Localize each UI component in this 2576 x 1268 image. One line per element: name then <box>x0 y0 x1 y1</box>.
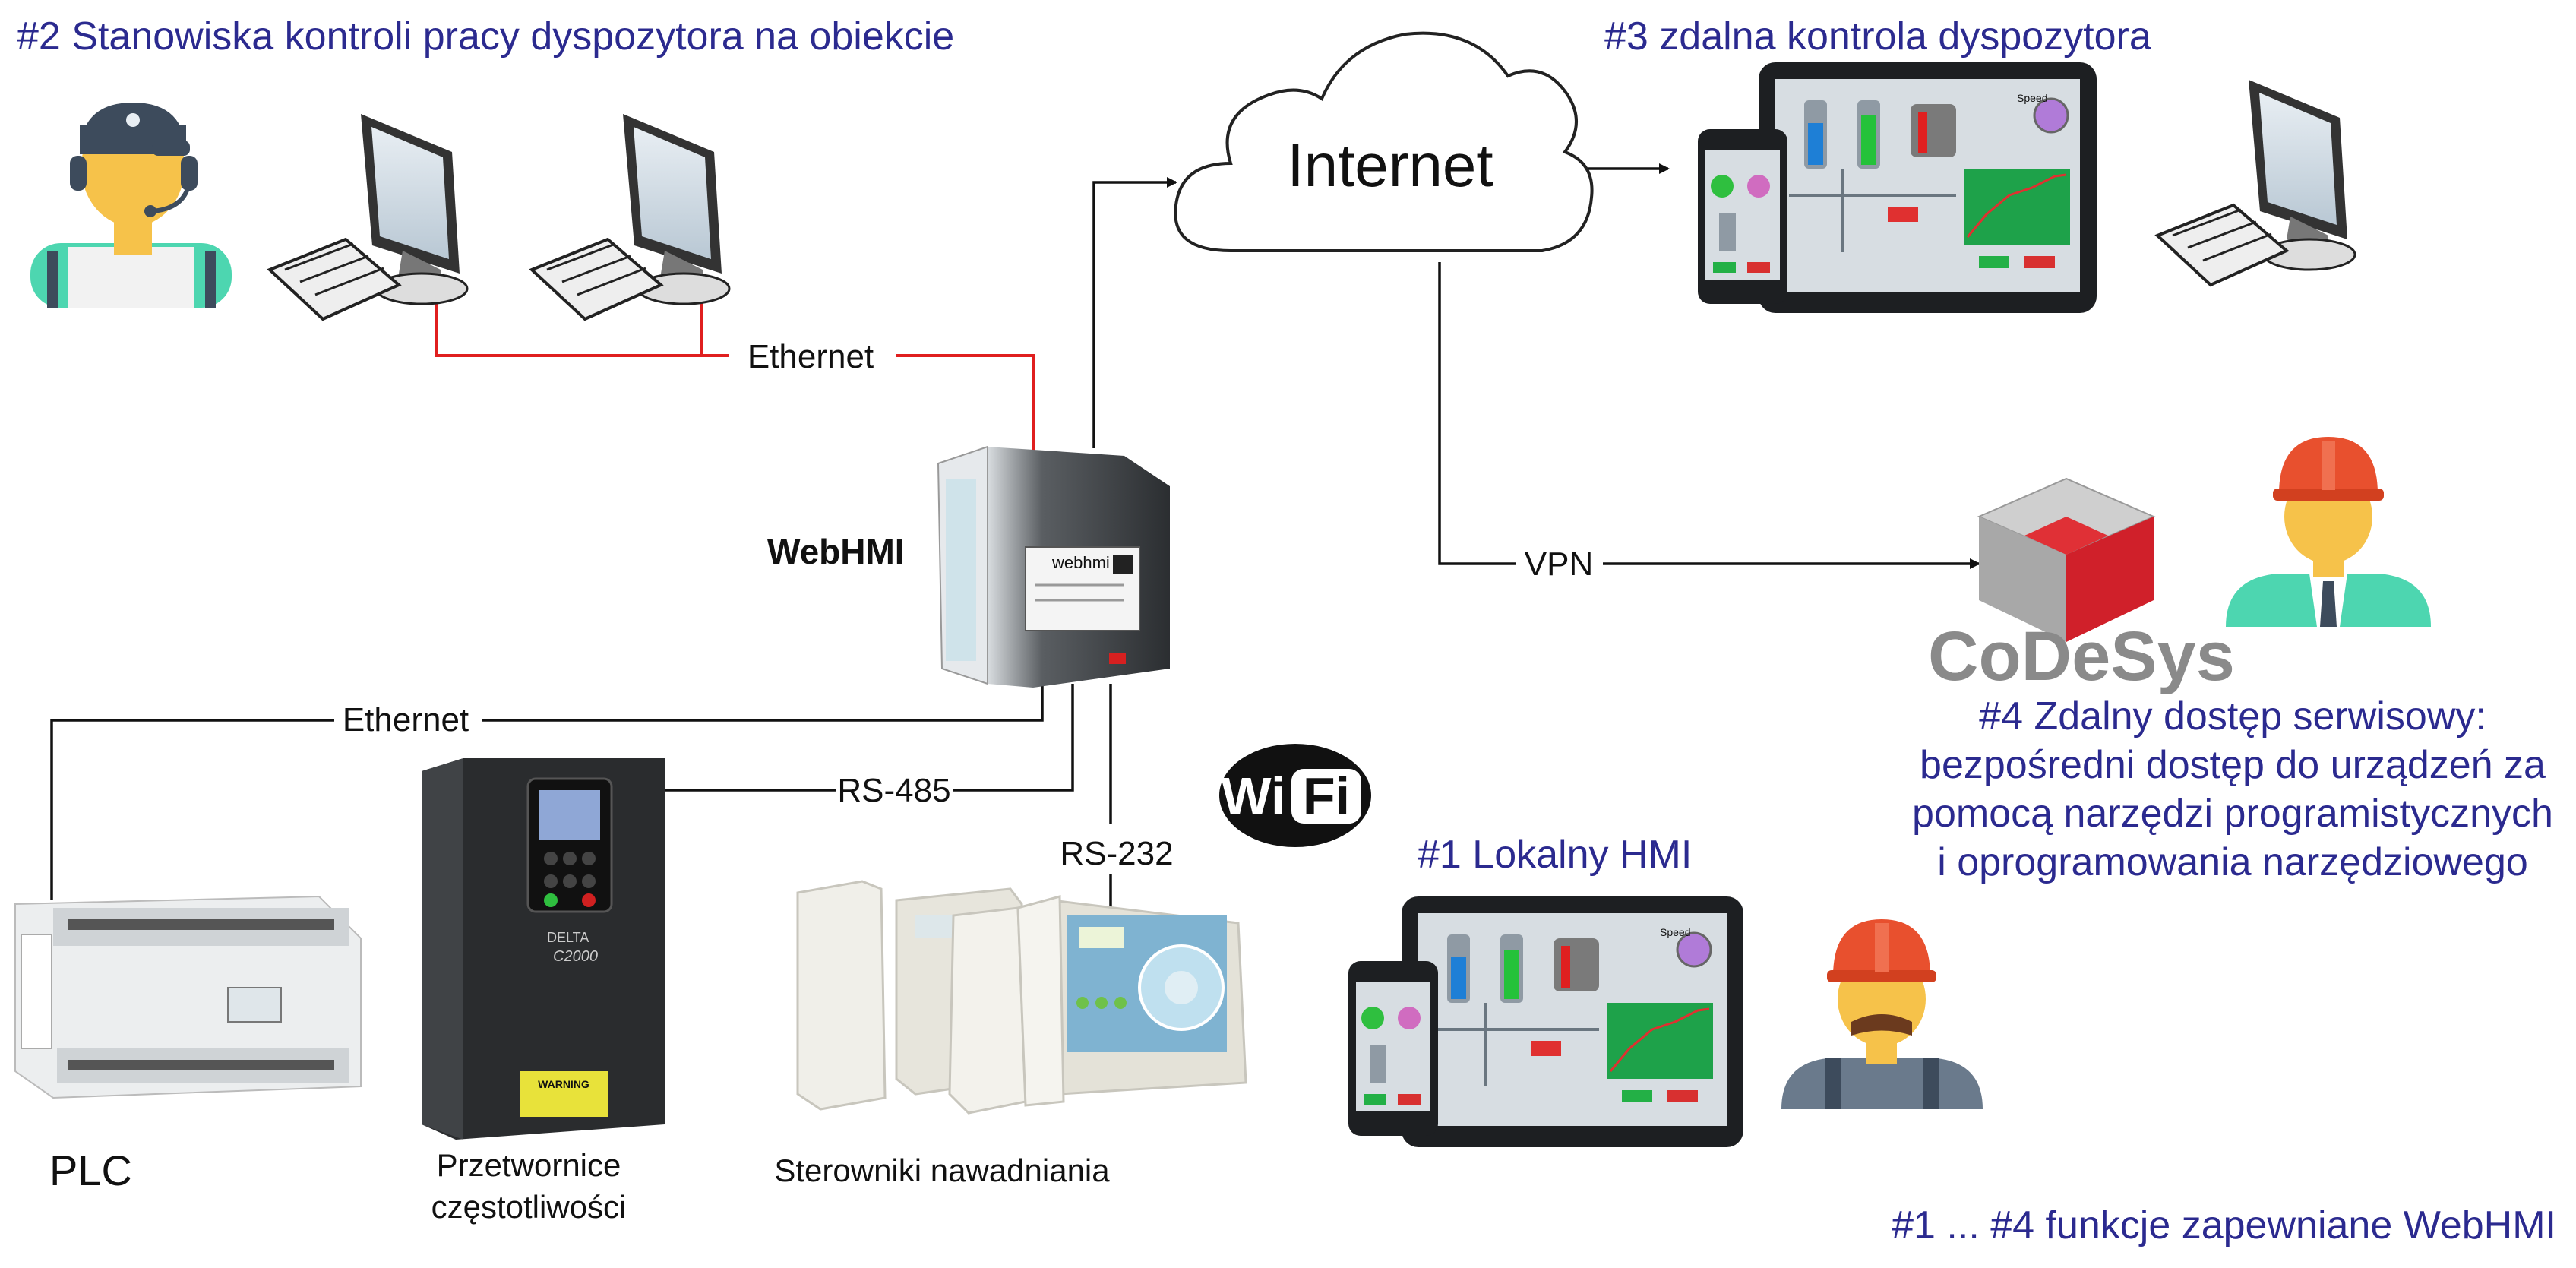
heading-section4-line2: bezpośredni dostęp do urządzeń za <box>1920 743 2546 787</box>
inverters-label-line2: częstotliwości <box>431 1189 627 1225</box>
heading-section1: #1 Lokalny HMI <box>1418 833 1692 877</box>
ethernet-plc-link <box>50 719 334 900</box>
irrigation-controller <box>796 880 1247 1115</box>
heading-section4-line4: i oprogramowania narzędziowego <box>1937 840 2528 884</box>
engineer-icon <box>2226 437 2431 627</box>
inverter-brand: DELTA <box>547 930 589 945</box>
heading-section4-line3: pomocą narzędzi programistycznych <box>1912 792 2553 836</box>
webhmi-label: WebHMI <box>767 532 905 571</box>
tablet-icon: Speed <box>1402 896 1743 1147</box>
label-ethernet-left: Ethernet <box>343 701 469 738</box>
label-rs485: RS-485 <box>837 772 950 809</box>
tablet-speed-label: Speed <box>2017 92 2047 104</box>
wifi-badge-icon: Wi Fi <box>1219 744 1371 847</box>
wifi-wi: Wi <box>1222 767 1286 826</box>
label-vpn: VPN <box>1525 545 1593 583</box>
plc-label: PLC <box>49 1146 132 1194</box>
inverter-model: C2000 <box>553 948 598 965</box>
local-tablet-speed-label: Speed <box>1660 926 1690 938</box>
wifi-fi: Fi <box>1303 767 1350 826</box>
irrigation-label: Sterowniki nawadniania <box>774 1153 1110 1188</box>
desktop-pc-icon <box>529 114 731 321</box>
heading-section3: #3 zdalna kontrola dyspozytora <box>1604 14 2151 58</box>
webhmi-internet-link <box>1092 177 1177 448</box>
inverter-warning: WARNING <box>538 1078 589 1090</box>
phone-icon <box>1348 961 1438 1136</box>
codesys-label: CoDeSys <box>1928 618 2235 695</box>
cloud-icon: Internet <box>1174 31 1594 252</box>
rs485-link-b <box>953 684 1074 792</box>
ethernet-top-link <box>435 285 1035 471</box>
inverters-label-line1: Przetwornice <box>437 1147 621 1183</box>
operator-headset-icon <box>30 103 232 308</box>
desktop-pc-icon <box>267 114 469 321</box>
tablet-icon: Speed <box>1759 62 2097 313</box>
ethernet-plc-link-b <box>482 684 1044 722</box>
label-ethernet-top: Ethernet <box>748 338 874 375</box>
phone-icon <box>1698 129 1787 304</box>
heading-section2: #2 Stanowiska kontroli pracy dyspozytora… <box>17 14 954 58</box>
webhmi-device: webhmi <box>937 445 1170 688</box>
plc-device <box>14 895 362 1099</box>
device-brand-label: webhmi <box>1051 553 1110 572</box>
footer-caption: #1 ... #4 funkcje zapewniane WebHMI <box>1892 1203 2556 1247</box>
codesys-cube-icon: CoDeSys <box>1928 477 2235 695</box>
vpn-link <box>1438 262 1516 565</box>
frequency-inverter: DELTA C2000 WARNING <box>422 758 665 1140</box>
desktop-pc-icon <box>2154 80 2356 287</box>
label-rs232: RS-232 <box>1060 835 1173 872</box>
internet-label: Internet <box>1287 131 1493 199</box>
worker-icon <box>1781 919 1983 1109</box>
heading-section4-line1: #4 Zdalny dostęp serwisowy: <box>1979 694 2486 738</box>
